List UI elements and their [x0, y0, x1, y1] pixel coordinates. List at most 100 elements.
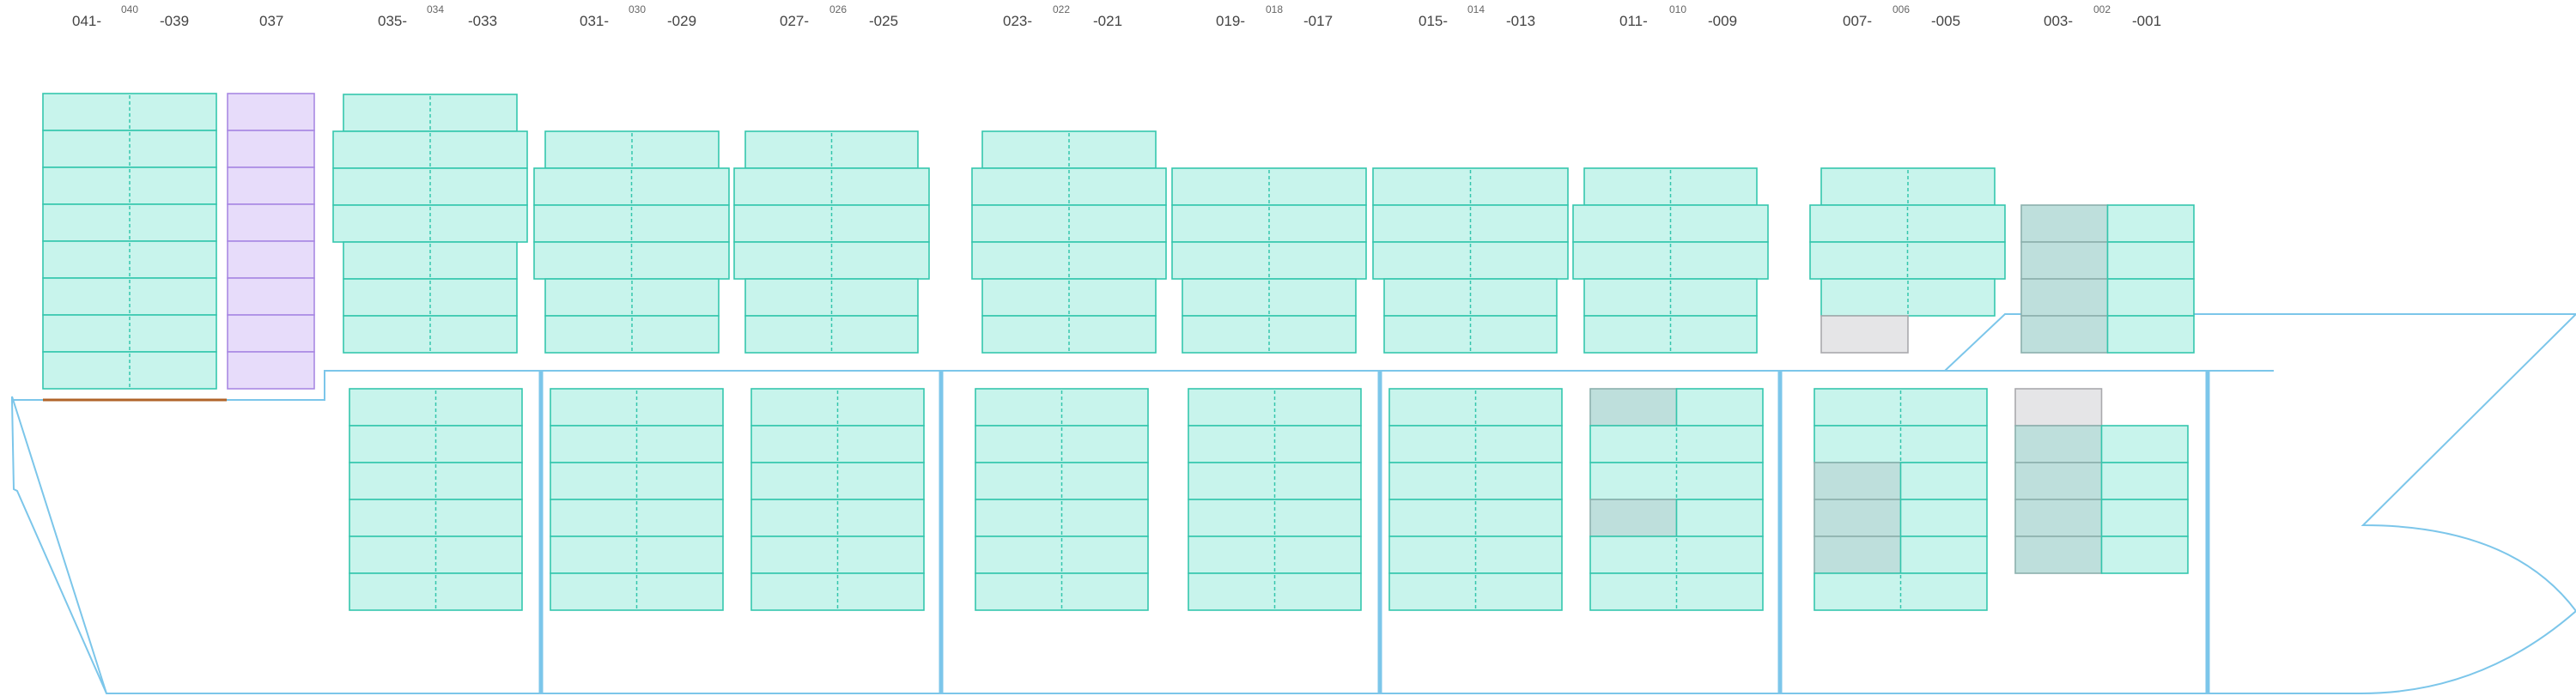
container-slot-bay-019-017-hold-tier-2[interactable] — [1188, 425, 1362, 463]
container-slot-bay-023-021-hold-tier-5[interactable] — [975, 536, 1149, 574]
container-slot-bay-011-009-hold-tier-1-hazard[interactable] — [1589, 388, 1678, 427]
container-slot-bay-041-039-deck-tier-6[interactable] — [42, 277, 217, 316]
container-slot-bay-041-039-deck-tier-7[interactable] — [42, 314, 217, 353]
container-slot-bay-035-033-deck-tier-6[interactable] — [343, 278, 518, 317]
container-slot-bay-007-005-hold-tier-5-hazard[interactable] — [1814, 536, 1902, 574]
container-slot-bay-019-017-deck-tier-3[interactable] — [1171, 241, 1367, 280]
container-slot-bay-027-025-hold-tier-5[interactable] — [750, 536, 925, 574]
container-slot-bay-023-021-deck-tier-1[interactable] — [981, 130, 1157, 169]
container-slot-bay-031-029-deck-tier-3[interactable] — [533, 204, 730, 243]
container-slot-bay-003-001-hold-tier-4-hazard[interactable] — [2014, 499, 2103, 537]
container-slot-bay-011-009-hold-tier-2[interactable] — [1589, 425, 1764, 463]
container-slot-bay-037-deck-tier-6[interactable] — [227, 277, 315, 316]
container-slot-bay-019-017-deck-tier-5[interactable] — [1182, 315, 1357, 354]
container-slot-bay-007-005-hold-tier-1[interactable] — [1814, 388, 1988, 427]
container-slot-bay-007-005-deck-tier-1[interactable] — [1820, 167, 1996, 206]
container-slot-bay-031-029-hold-tier-4[interactable] — [550, 499, 724, 537]
container-slot-bay-035-033-deck-tier-5[interactable] — [343, 241, 518, 280]
container-slot-bay-019-017-deck-tier-2[interactable] — [1171, 204, 1367, 243]
container-slot-bay-015-013-deck-tier-3[interactable] — [1372, 241, 1569, 280]
container-slot-bay-011-009-hold-tier-4-hazard[interactable] — [1589, 499, 1678, 537]
container-slot-bay-015-013-deck-tier-2[interactable] — [1372, 204, 1569, 243]
container-slot-bay-027-025-hold-tier-4[interactable] — [750, 499, 925, 537]
container-slot-bay-031-029-deck-tier-6[interactable] — [544, 315, 720, 354]
container-slot-bay-037-deck-tier-4[interactable] — [227, 203, 315, 242]
container-slot-bay-037-deck-tier-5[interactable] — [227, 240, 315, 279]
container-slot-bay-041-039-deck-tier-5[interactable] — [42, 240, 217, 279]
container-slot-bay-035-033-hold-tier-6[interactable] — [349, 572, 523, 611]
container-slot-bay-031-029-hold-tier-2[interactable] — [550, 425, 724, 463]
container-slot-bay-035-033-hold-tier-2[interactable] — [349, 425, 523, 463]
container-slot-bay-015-013-hold-tier-1[interactable] — [1388, 388, 1563, 427]
container-slot-bay-023-021-hold-tier-6[interactable] — [975, 572, 1149, 611]
container-slot-bay-007-005-hold-tier-2[interactable] — [1814, 425, 1988, 463]
container-slot-bay-027-025-deck-tier-6[interactable] — [744, 315, 919, 354]
container-slot-bay-027-025-deck-tier-4[interactable] — [733, 241, 930, 280]
container-slot-bay-007-005-deck-tier-5-empty[interactable] — [1820, 315, 1909, 354]
container-slot-bay-019-017-hold-tier-3[interactable] — [1188, 462, 1362, 500]
container-slot-bay-003-001-deck-tier-3-hazard[interactable] — [2020, 278, 2109, 317]
container-slot-bay-023-021-hold-tier-4[interactable] — [975, 499, 1149, 537]
container-slot-bay-023-021-deck-tier-3[interactable] — [971, 204, 1167, 243]
container-slot-bay-011-009-deck-tier-1[interactable] — [1583, 167, 1758, 206]
container-slot-bay-003-001-hold-tier-3-hazard[interactable] — [2014, 462, 2103, 500]
container-slot-bay-003-001-deck-tier-2-hazard[interactable] — [2020, 241, 2109, 280]
container-slot-bay-037-deck-tier-2[interactable] — [227, 130, 315, 168]
container-slot-bay-003-001-hold-tier-5-hazard[interactable] — [2014, 536, 2103, 574]
container-slot-bay-023-021-deck-tier-6[interactable] — [981, 315, 1157, 354]
container-slot-bay-035-033-deck-tier-4[interactable] — [332, 204, 528, 243]
container-slot-bay-019-017-hold-tier-1[interactable] — [1188, 388, 1362, 427]
container-slot-bay-023-021-deck-tier-2[interactable] — [971, 167, 1167, 206]
container-slot-bay-035-033-deck-tier-3[interactable] — [332, 167, 528, 206]
container-slot-bay-007-005-deck-tier-3[interactable] — [1809, 241, 2006, 280]
container-slot-bay-015-013-hold-tier-3[interactable] — [1388, 462, 1563, 500]
container-slot-bay-031-029-hold-tier-6[interactable] — [550, 572, 724, 611]
container-slot-bay-035-033-hold-tier-3[interactable] — [349, 462, 523, 500]
container-slot-bay-027-025-deck-tier-1[interactable] — [744, 130, 919, 169]
container-slot-bay-019-017-hold-tier-4[interactable] — [1188, 499, 1362, 537]
container-slot-bay-027-025-deck-tier-2[interactable] — [733, 167, 930, 206]
container-slot-bay-015-013-deck-tier-4[interactable] — [1383, 278, 1558, 317]
container-slot-bay-023-021-hold-tier-2[interactable] — [975, 425, 1149, 463]
container-slot-bay-003-001-hold-tier-3[interactable] — [2100, 462, 2189, 500]
container-slot-bay-035-033-hold-tier-1[interactable] — [349, 388, 523, 427]
container-slot-bay-019-017-deck-tier-1[interactable] — [1171, 167, 1367, 206]
container-slot-bay-007-005-hold-tier-3-hazard[interactable] — [1814, 462, 1902, 500]
container-slot-bay-003-001-deck-tier-3[interactable] — [2106, 278, 2195, 317]
container-slot-bay-035-033-hold-tier-4[interactable] — [349, 499, 523, 537]
container-slot-bay-003-001-deck-tier-4[interactable] — [2106, 315, 2195, 354]
container-slot-bay-031-029-hold-tier-5[interactable] — [550, 536, 724, 574]
container-slot-bay-011-009-hold-tier-6[interactable] — [1589, 572, 1764, 611]
container-slot-bay-007-005-hold-tier-5[interactable] — [1899, 536, 1988, 574]
container-slot-bay-027-025-hold-tier-2[interactable] — [750, 425, 925, 463]
container-slot-bay-003-001-hold-tier-4[interactable] — [2100, 499, 2189, 537]
container-slot-bay-041-039-deck-tier-3[interactable] — [42, 166, 217, 205]
container-slot-bay-035-033-deck-tier-2[interactable] — [332, 130, 528, 169]
container-slot-bay-023-021-deck-tier-5[interactable] — [981, 278, 1157, 317]
container-slot-bay-003-001-hold-tier-5[interactable] — [2100, 536, 2189, 574]
container-slot-bay-011-009-hold-tier-1[interactable] — [1675, 388, 1764, 427]
container-slot-bay-035-033-hold-tier-5[interactable] — [349, 536, 523, 574]
container-slot-bay-015-013-deck-tier-1[interactable] — [1372, 167, 1569, 206]
container-slot-bay-007-005-hold-tier-4[interactable] — [1899, 499, 1988, 537]
container-slot-bay-019-017-hold-tier-5[interactable] — [1188, 536, 1362, 574]
container-slot-bay-003-001-hold-tier-1-empty[interactable] — [2014, 388, 2103, 427]
container-slot-bay-011-009-hold-tier-5[interactable] — [1589, 536, 1764, 574]
container-slot-bay-003-001-hold-tier-2-hazard[interactable] — [2014, 425, 2103, 463]
container-slot-bay-015-013-hold-tier-2[interactable] — [1388, 425, 1563, 463]
container-slot-bay-003-001-deck-tier-1-hazard[interactable] — [2020, 204, 2109, 243]
container-slot-bay-003-001-hold-tier-2[interactable] — [2100, 425, 2189, 463]
container-slot-bay-007-005-hold-tier-6[interactable] — [1814, 572, 1988, 611]
container-slot-bay-041-039-deck-tier-4[interactable] — [42, 203, 217, 242]
container-slot-bay-031-029-deck-tier-5[interactable] — [544, 278, 720, 317]
container-slot-bay-023-021-hold-tier-1[interactable] — [975, 388, 1149, 427]
container-slot-bay-031-029-hold-tier-1[interactable] — [550, 388, 724, 427]
container-slot-bay-027-025-deck-tier-5[interactable] — [744, 278, 919, 317]
container-slot-bay-031-029-hold-tier-3[interactable] — [550, 462, 724, 500]
container-slot-bay-035-033-deck-tier-7[interactable] — [343, 315, 518, 354]
container-slot-bay-027-025-hold-tier-1[interactable] — [750, 388, 925, 427]
container-slot-bay-037-deck-tier-1[interactable] — [227, 93, 315, 131]
container-slot-bay-007-005-deck-tier-4[interactable] — [1820, 278, 1996, 317]
container-slot-bay-003-001-deck-tier-1[interactable] — [2106, 204, 2195, 243]
container-slot-bay-007-005-hold-tier-4-hazard[interactable] — [1814, 499, 1902, 537]
